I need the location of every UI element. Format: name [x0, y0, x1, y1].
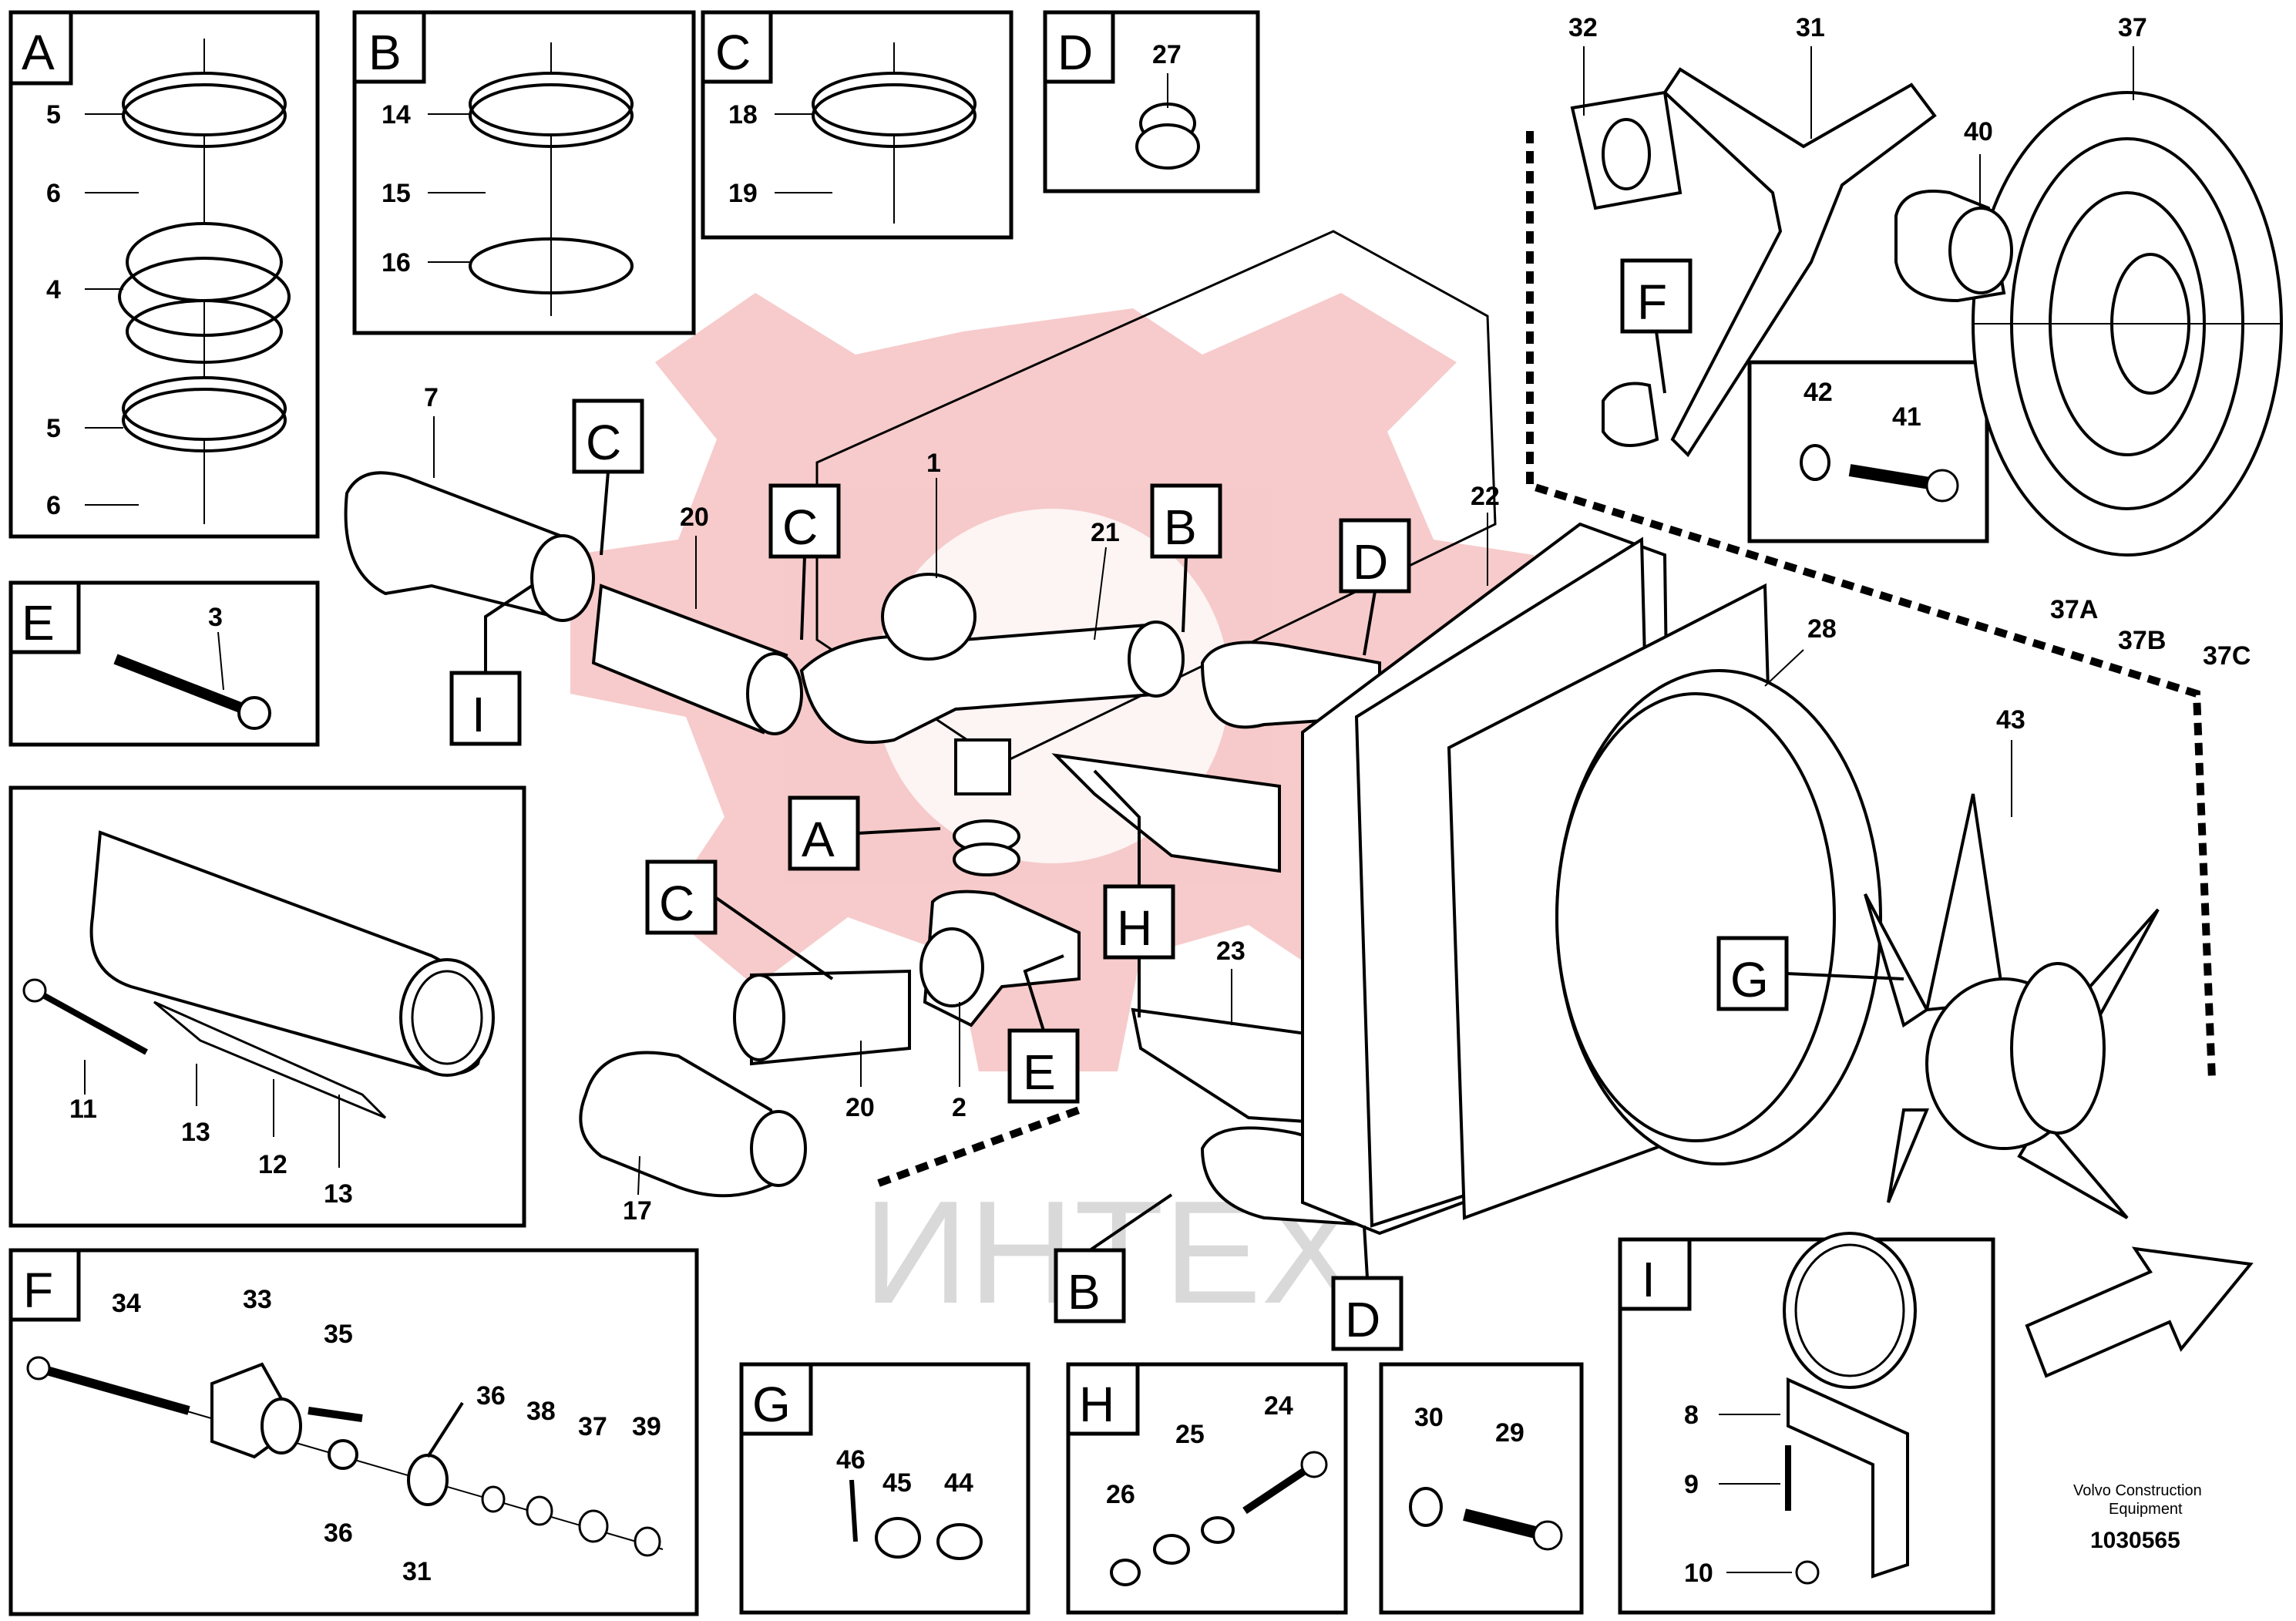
callout-25: 25: [1175, 1420, 1205, 1449]
box-letter-f: F: [23, 1263, 53, 1318]
detail-box-f-top: 42 41: [1747, 360, 1989, 543]
callout-20: 20: [680, 503, 709, 532]
callout-5: 5: [46, 414, 61, 443]
detail-box-i: I 8 9 10: [1618, 1232, 1995, 1615]
callout-15: 15: [382, 179, 411, 208]
callout-20: 20: [845, 1093, 875, 1122]
letter-d: D: [1353, 534, 1388, 590]
main-letter-pointers: [484, 331, 1904, 1279]
detail-box-g: G 46 45 44: [739, 1362, 1030, 1615]
detail-box-c: C 18 19: [701, 10, 1014, 240]
dashed-lines: [877, 131, 2216, 1187]
callout-19: 19: [728, 179, 758, 208]
callout-7: 7: [424, 383, 439, 412]
detail-box-f: F 34 33 35 36 38 37 39 36 31: [8, 1248, 699, 1616]
main-assembly: [344, 67, 2283, 1378]
detail-box-a: A 5 6 4 5 6: [8, 10, 320, 539]
callout-9: 9: [1684, 1470, 1699, 1499]
box-letter-g: G: [752, 1377, 791, 1432]
letter-g: G: [1730, 952, 1769, 1007]
callout-4: 4: [46, 275, 61, 304]
callout-31: 31: [402, 1557, 432, 1586]
callout-1: 1: [926, 449, 941, 478]
box-letter-h: H: [1079, 1377, 1114, 1432]
callout-46: 46: [836, 1445, 866, 1475]
letter-i: I: [472, 687, 486, 742]
box-letter-i: I: [1642, 1252, 1656, 1307]
callout-29: 29: [1495, 1418, 1525, 1448]
callout-5: 5: [46, 100, 61, 129]
callout-17: 17: [623, 1196, 652, 1226]
main-callout-lines: [433, 46, 2134, 1196]
callout-45: 45: [882, 1468, 912, 1498]
callout-43: 43: [1996, 705, 2025, 735]
callout-37: 37: [2118, 13, 2147, 42]
box-letter-e: E: [22, 595, 55, 651]
credit-company: Volvo Construction: [2073, 1482, 2202, 1499]
callout-37b: 37B: [2118, 626, 2166, 655]
callout-24: 24: [1264, 1391, 1293, 1421]
callout-42: 42: [1804, 378, 1833, 407]
box-letter-c: C: [715, 25, 751, 80]
callout-13: 13: [181, 1118, 210, 1147]
callout-31: 31: [1796, 13, 1825, 42]
letter-a: A: [802, 812, 835, 867]
callout-21: 21: [1091, 518, 1120, 547]
callout-40: 40: [1964, 117, 1993, 146]
detail-box-d: D 27: [1043, 10, 1260, 193]
callout-22: 22: [1471, 482, 1500, 511]
letter-b: B: [1067, 1264, 1101, 1320]
detail-box-d2: 30 29: [1379, 1362, 1584, 1615]
callout-33: 33: [243, 1285, 272, 1314]
callout-13: 13: [324, 1179, 353, 1209]
callout-11: 11: [69, 1095, 97, 1124]
callout-8: 8: [1684, 1401, 1699, 1430]
detail-box-h: H 25 24 26: [1066, 1362, 1348, 1615]
box-letter-a: A: [22, 25, 55, 80]
letter-h: H: [1117, 900, 1152, 956]
callout-26: 26: [1106, 1480, 1135, 1509]
detail-box-e: E 3: [8, 580, 320, 747]
callout-3: 3: [208, 603, 223, 632]
callout-34: 34: [112, 1289, 141, 1318]
callout-32: 32: [1568, 13, 1598, 42]
callout-30: 30: [1414, 1403, 1444, 1432]
callout-2: 2: [952, 1093, 966, 1122]
letter-e: E: [1023, 1044, 1056, 1100]
doc-number: 1030565: [2090, 1528, 2180, 1553]
callout-14: 14: [382, 100, 411, 129]
box-letter-b: B: [368, 25, 402, 80]
credit-line2: Equipment: [2109, 1501, 2183, 1518]
callout-23: 23: [1216, 937, 1245, 966]
callout-38: 38: [526, 1397, 556, 1426]
callout-37c: 37C: [2203, 641, 2251, 671]
callout-10: 10: [1684, 1559, 1713, 1588]
callout-28: 28: [1807, 614, 1837, 644]
detail-box-b: B 14 15 16: [352, 10, 696, 335]
box-letter-d: D: [1057, 25, 1093, 80]
letter-b: B: [1164, 499, 1197, 555]
callout-35: 35: [324, 1320, 353, 1349]
callout-16: 16: [382, 248, 411, 277]
callout-44: 44: [944, 1468, 973, 1498]
callout-18: 18: [728, 100, 758, 129]
letter-f: F: [1637, 274, 1667, 330]
callout-36: 36: [324, 1518, 353, 1548]
callout-37a: 37A: [2050, 595, 2098, 624]
letter-c: C: [659, 876, 694, 931]
callout-12: 12: [258, 1150, 287, 1179]
callout-6: 6: [46, 179, 61, 208]
callout-36: 36: [476, 1381, 506, 1411]
zoom-box-part-7: 11 13 12 13: [8, 785, 526, 1228]
letter-c: C: [782, 499, 818, 555]
callout-39: 39: [632, 1412, 661, 1441]
callout-27: 27: [1152, 40, 1182, 69]
callout-37: 37: [578, 1412, 607, 1441]
callout-6: 6: [46, 491, 61, 520]
letter-c: C: [586, 415, 621, 470]
callout-41: 41: [1892, 402, 1921, 432]
letter-d: D: [1345, 1292, 1380, 1347]
